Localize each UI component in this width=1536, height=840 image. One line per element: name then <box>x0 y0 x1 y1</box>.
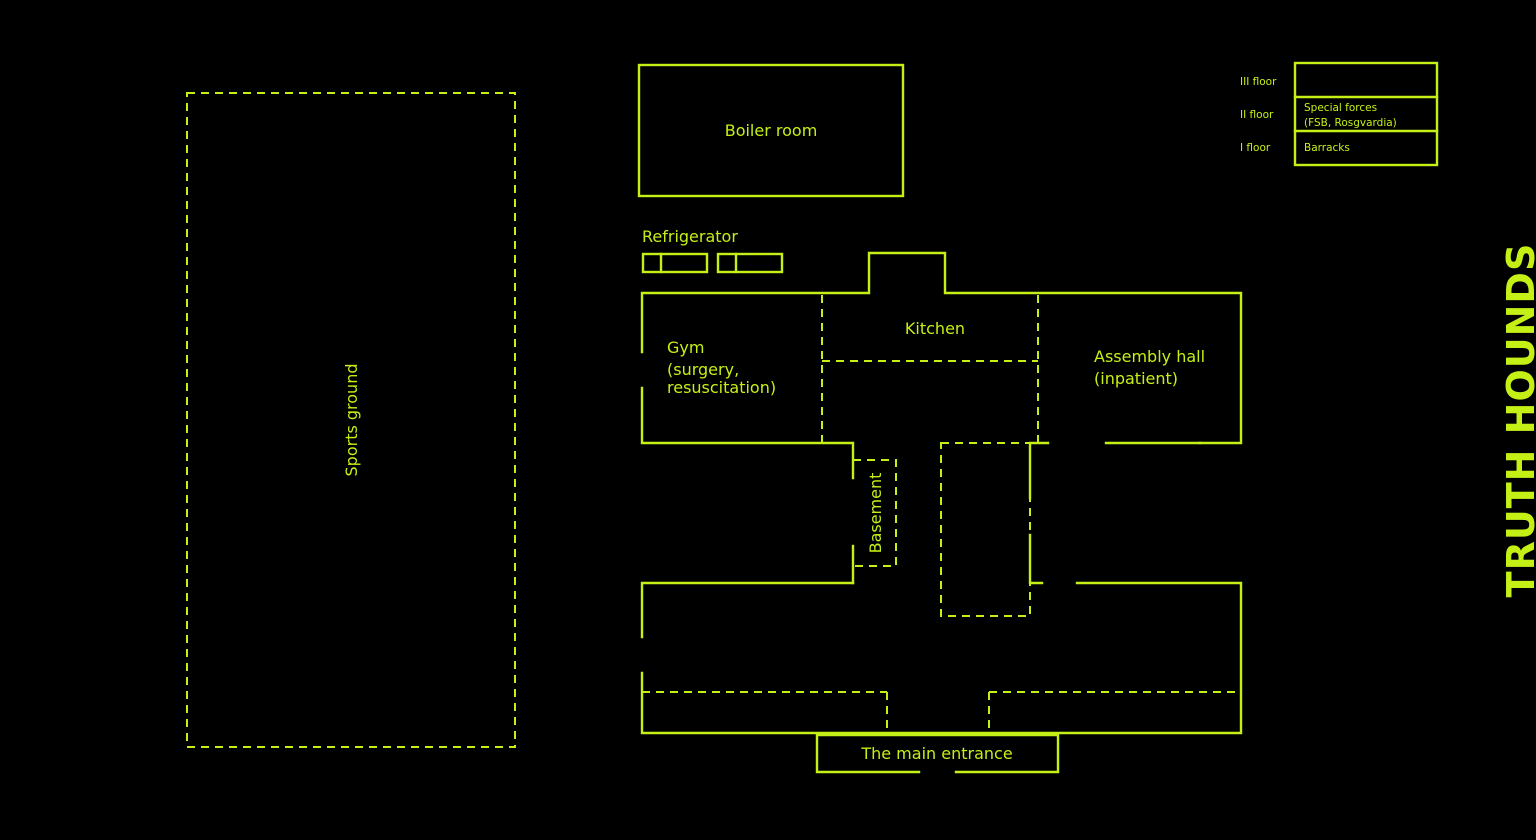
refrigerator-unit <box>641 252 709 274</box>
legend-floor-2-desc-1: Special forces <box>1304 102 1377 114</box>
legend-floor-1-desc: Barracks <box>1304 142 1350 154</box>
main-entrance-area <box>815 733 1060 774</box>
boiler-room-area <box>637 63 905 198</box>
legend-floor-2: II floor <box>1240 109 1274 121</box>
kitchen-label: Kitchen <box>905 319 965 338</box>
assembly-hall-label: Assembly hall <box>1094 347 1205 366</box>
gym-sublabel-2: resuscitation) <box>667 378 776 397</box>
gym-sublabel-1: (surgery, <box>667 360 739 379</box>
refrigerator-units <box>641 252 784 274</box>
legend-floor-1: I floor <box>1240 142 1271 154</box>
boiler-room-label: Boiler room <box>725 121 818 140</box>
interior-partitions <box>642 295 1241 733</box>
refrigerator-label: Refrigerator <box>642 227 738 246</box>
basement-area <box>853 459 897 567</box>
floor-legend: III floor II floor I floor Special force… <box>1240 61 1439 167</box>
legend-floor-3: III floor <box>1240 76 1277 88</box>
brand-logo: TRUTH HOUNDS <box>1499 243 1536 598</box>
basement-label: Basement <box>866 473 885 554</box>
assembly-hall-sublabel: (inpatient) <box>1094 369 1178 388</box>
gym-label: Gym <box>667 338 704 357</box>
sports-ground-label: Sports ground <box>342 364 361 477</box>
refrigerator-unit <box>716 252 784 274</box>
legend-floor-2-desc-2: (FSB, Rosgvardia) <box>1304 117 1397 129</box>
main-entrance-label: The main entrance <box>860 744 1012 763</box>
